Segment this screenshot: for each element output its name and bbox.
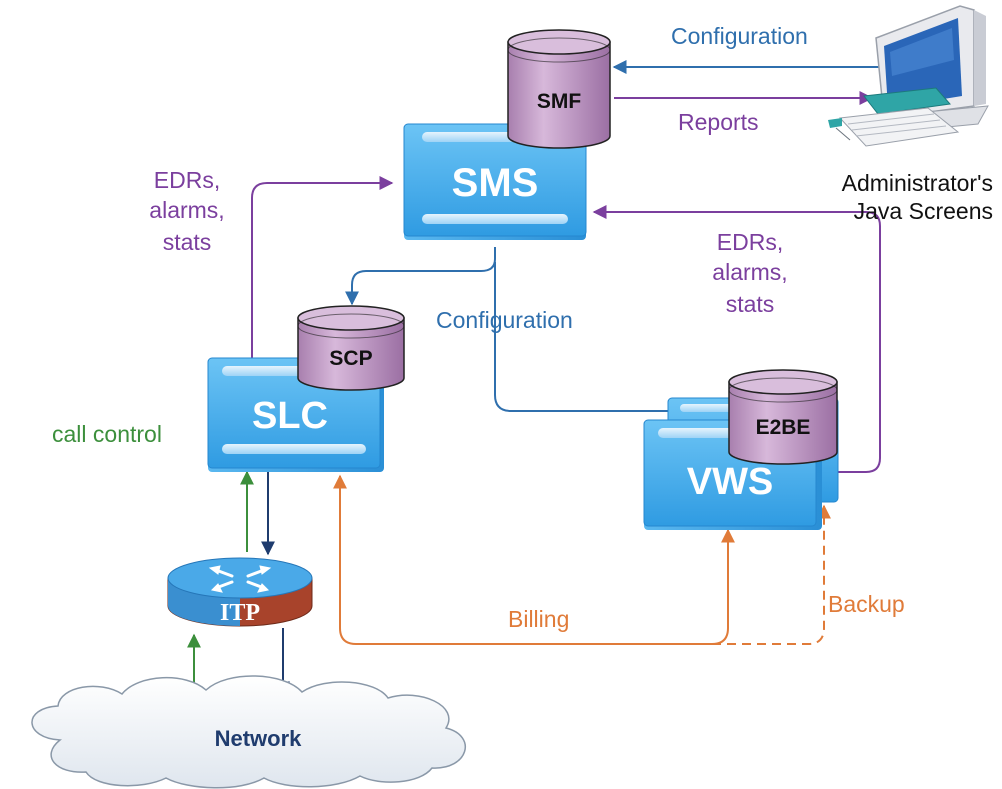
computer-workstation-icon[interactable] xyxy=(828,5,989,147)
network-label: Network xyxy=(215,726,303,751)
backup-arrow xyxy=(712,504,831,645)
backup-label: Backup xyxy=(828,591,905,617)
cloud-icon xyxy=(31,675,466,789)
scp-database[interactable]: SCP xyxy=(297,305,405,391)
edrs-right-line2: alarms, xyxy=(712,259,787,285)
config-label-top: Configuration xyxy=(671,23,808,49)
config-arrow-e2be xyxy=(494,262,727,418)
scp-label: SCP xyxy=(329,347,372,370)
edrs-right-line3: stats xyxy=(726,291,775,317)
edrs-right-arrow xyxy=(592,205,881,473)
slc-node[interactable]: SLC xyxy=(207,357,384,472)
e2be-label: E2BE xyxy=(756,416,811,439)
billing-arrow-slc xyxy=(333,474,520,645)
network-cloud[interactable]: Network xyxy=(31,675,466,789)
config-label-mid: Configuration xyxy=(436,307,573,333)
sms-bottom-bar xyxy=(422,214,568,224)
billing-label: Billing xyxy=(508,606,569,632)
smf-database[interactable]: SMF xyxy=(507,29,611,149)
admin-label-line1: Administrator's xyxy=(842,170,993,196)
config-arrow-slc xyxy=(345,247,496,306)
itp-router[interactable]: ITP xyxy=(167,557,313,627)
sms-node[interactable]: SMS xyxy=(403,123,587,240)
edrs-left-arrow xyxy=(251,176,394,358)
admin-label-line2: Java Screens xyxy=(854,198,993,224)
slc-bottom-bar xyxy=(222,444,366,454)
itp-label: ITP xyxy=(220,600,260,626)
edrs-left-line1: EDRs, xyxy=(154,167,220,193)
edrs-right-line1: EDRs, xyxy=(717,229,783,255)
slc-label: SLC xyxy=(252,395,328,437)
smf-label: SMF xyxy=(537,90,582,113)
vws-label: VWS xyxy=(687,461,774,503)
reports-label: Reports xyxy=(678,109,759,135)
sms-label: SMS xyxy=(452,161,539,205)
edrs-left-line3: stats xyxy=(163,229,212,255)
e2be-database[interactable]: E2BE xyxy=(728,369,838,465)
connectors xyxy=(187,60,881,702)
edrs-left-line2: alarms, xyxy=(149,197,224,223)
call-control-label: call control xyxy=(52,421,162,447)
router-icon xyxy=(208,565,272,593)
